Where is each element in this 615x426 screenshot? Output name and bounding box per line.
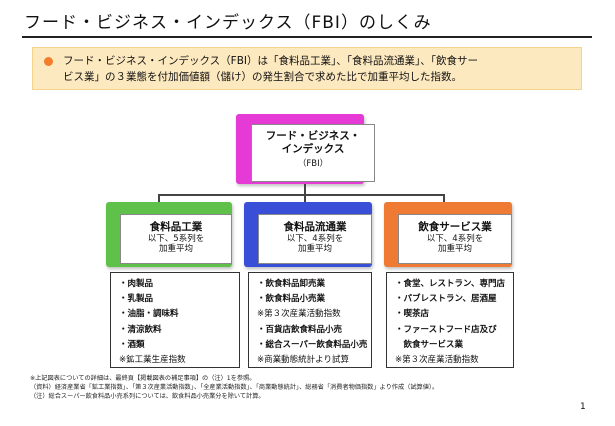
list-item: ・飲食料品卸売業 bbox=[257, 279, 326, 289]
footnote-2: （資料）経済産業省「鉱工業指数」、「第３次産業活動指数」、「全産業活動指数」、「… bbox=[30, 384, 439, 391]
list-item: 飲食サービス業 bbox=[395, 339, 464, 350]
category-node-3: 飲食サービス業 以下、4系列を 加重平均 bbox=[398, 214, 512, 264]
root-label-1: フード・ビジネス・ bbox=[265, 130, 361, 142]
list-item: ・油脂・調味料 bbox=[119, 309, 179, 320]
list-item: ・清涼飲料 bbox=[119, 324, 162, 335]
list-item: ・酒類 bbox=[119, 339, 145, 350]
category-node-2: 食料品流通業 以下、4系列を 加重平均 bbox=[258, 214, 372, 264]
connector-horizontal bbox=[158, 194, 445, 196]
footnote-3: （注）総合スーパー飲食料品小売系列については、飲食料品小売業分を除いて計算。 bbox=[30, 393, 265, 400]
page-number: 1 bbox=[580, 402, 586, 412]
series-list-1: ・肉製品 ・乳製品 ・油脂・調味料 ・清涼飲料 ・酒類 ※鉱工業生産指数 bbox=[110, 272, 240, 368]
connector-cat2 bbox=[304, 194, 306, 202]
category-name: 食料品流通業 bbox=[283, 221, 347, 233]
category-name: 飲食サービス業 bbox=[418, 221, 492, 233]
category-sub1: 以下、4系列を bbox=[286, 234, 344, 244]
summary-line-2: ビス業」の３業態を付加価値額（儲け）の発生割合で求めた比で加重平均した指数。 bbox=[63, 71, 462, 83]
category-sub2: 加重平均 bbox=[158, 244, 193, 254]
bullet-icon bbox=[44, 57, 53, 66]
category-sub1: 以下、5系列を bbox=[147, 234, 205, 244]
list-item: ・喫茶店 bbox=[395, 309, 430, 320]
list-item: ・ファーストフード店及び bbox=[395, 324, 497, 335]
list-item: ・食堂、レストラン、専門店 bbox=[395, 279, 505, 289]
list-item: ・百貨店飲食料品小売 bbox=[257, 324, 343, 335]
category-sub1: 以下、4系列を bbox=[426, 234, 484, 244]
series-list-3: ・食堂、レストラン、専門店 ・パブレストラン、居酒屋 ・喫茶店 ・ファーストフー… bbox=[386, 272, 514, 368]
footnote-1: ※上記図表についての詳細は、最終頁【掲載図表の補足事項】の（注）1を参照。 bbox=[30, 375, 256, 382]
summary-line-1: フード・ビジネス・インデックス（FBI）は「食料品工業」、「食料品流通業」、「飲… bbox=[63, 55, 479, 67]
list-item: ・総合スーパー飲食料品小売 bbox=[257, 339, 368, 350]
list-item: ・パブレストラン、居酒屋 bbox=[395, 294, 497, 305]
page-title: フード・ビジネス・インデックス（FBI）のしくみ bbox=[24, 13, 432, 33]
root-node: フード・ビジネス・ インデックス （FBI） bbox=[251, 124, 375, 182]
list-source-note: ※第３次産業活動指数 bbox=[257, 309, 341, 320]
list-source-note: ※鉱工業生産指数 bbox=[119, 355, 186, 366]
list-item: ・飲食料品小売業 bbox=[257, 294, 326, 305]
summary-box: フード・ビジネス・インデックス（FBI）は「食料品工業」、「食料品流通業」、「飲… bbox=[32, 47, 582, 90]
series-list-2: ・飲食料品卸売業 ・飲食料品小売業 ※第３次産業活動指数 ・百貨店飲食料品小売 … bbox=[248, 272, 372, 368]
category-name: 食料品工業 bbox=[149, 221, 203, 233]
list-item: ・肉製品 bbox=[119, 279, 154, 289]
list-item: ・乳製品 bbox=[119, 294, 154, 305]
category-node-1: 食料品工業 以下、5系列を 加重平均 bbox=[120, 214, 232, 264]
list-source-note: ※商業動態統計より試算 bbox=[257, 355, 349, 366]
category-sub2: 加重平均 bbox=[297, 244, 332, 254]
connector-cat3 bbox=[443, 194, 445, 202]
connector-cat1 bbox=[158, 194, 160, 202]
root-label-3: （FBI） bbox=[297, 159, 329, 169]
title-underline bbox=[22, 36, 592, 38]
category-sub2: 加重平均 bbox=[437, 244, 472, 254]
connector-root-down bbox=[304, 184, 306, 194]
list-source-note: ※第３次産業活動指数 bbox=[395, 355, 479, 366]
root-label-2: インデックス bbox=[281, 143, 345, 155]
